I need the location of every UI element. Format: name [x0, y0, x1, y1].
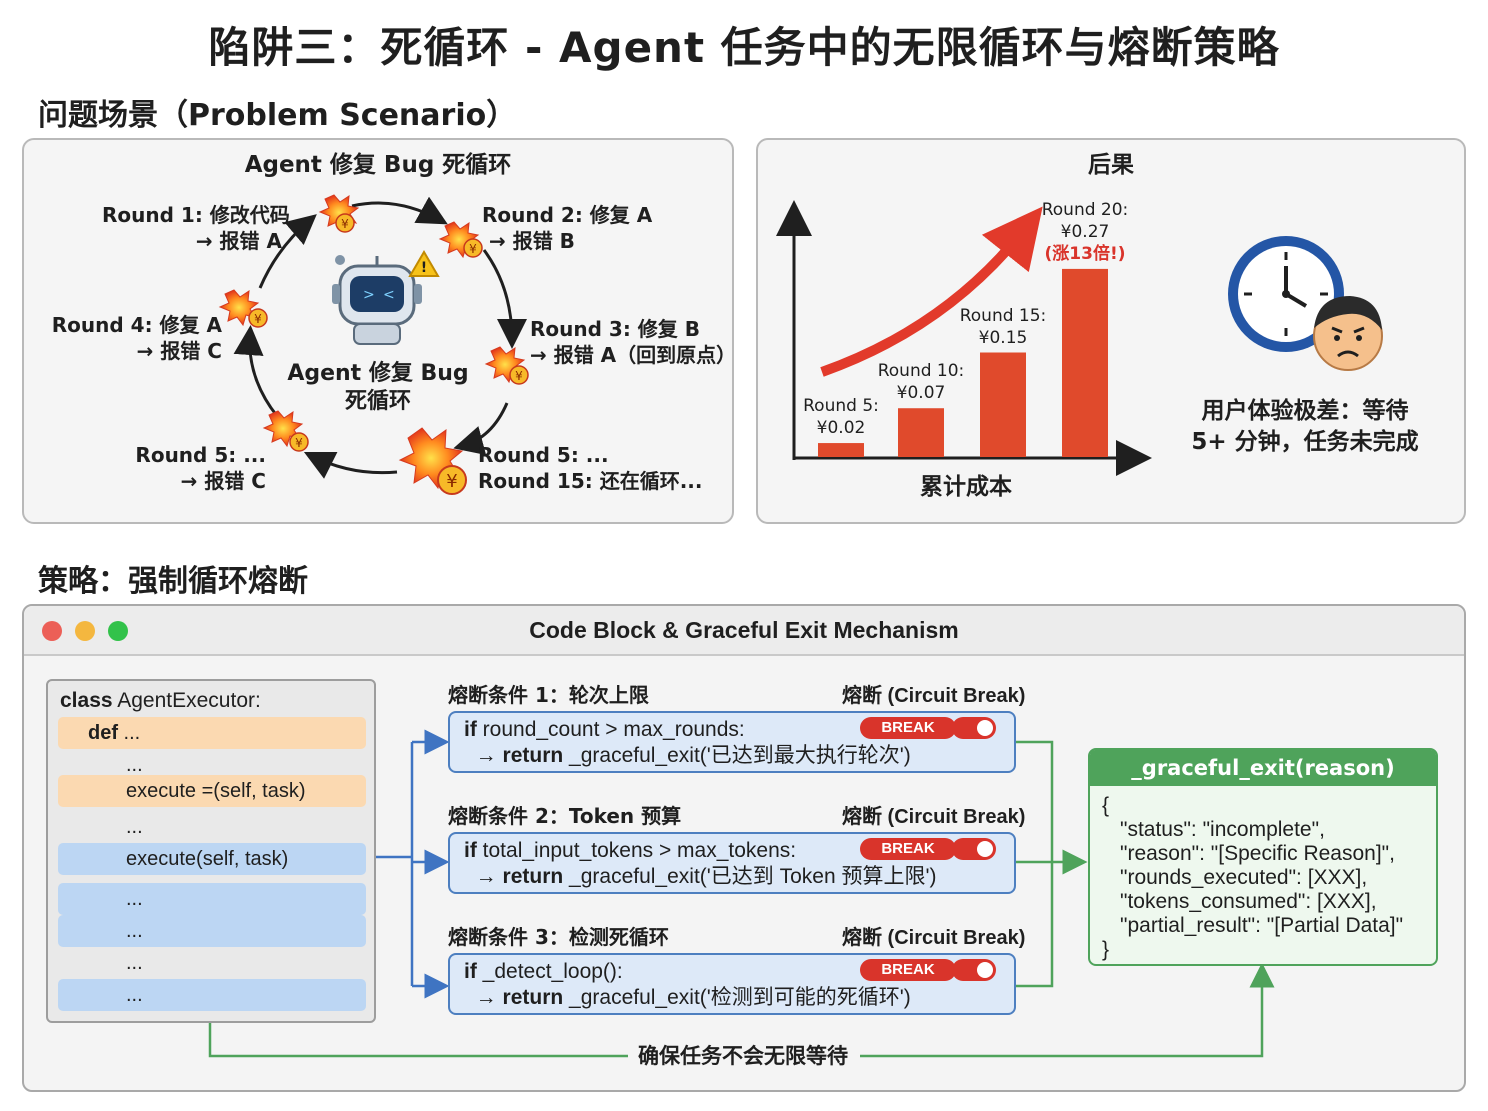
cost-bar	[980, 352, 1026, 457]
break-badge: BREAK	[860, 838, 956, 860]
explosion-icon: ¥	[318, 194, 360, 233]
explosion-icon: ¥	[218, 289, 268, 328]
consequence-panel-title: 后果	[1088, 152, 1134, 178]
svg-text:¥: ¥	[469, 242, 477, 256]
json-line: "tokens_consumed": [XXX],	[1120, 890, 1377, 913]
break-toggle-1[interactable]: BREAK	[860, 717, 996, 741]
robot-icon: > <	[332, 255, 422, 345]
code-row: ...	[58, 979, 366, 1011]
bar-value-label: Round 15: ¥0.15	[959, 305, 1047, 348]
explosion-icon: ¥	[262, 410, 309, 452]
graceful-exit-header: _graceful_exit(reason)	[1090, 750, 1436, 786]
condition-1-code: if round_count > max_rounds: → return _g…	[448, 711, 1016, 773]
loop-diagram: ¥ ¥ ¥ ¥ ¥ ¥ > < !	[218, 194, 529, 495]
condition-2-break-label: 熔断 (Circuit Break)	[842, 806, 1026, 828]
window-minimize-dot[interactable]	[75, 621, 95, 641]
condition-2-code: if total_input_tokens > max_tokens: → re…	[448, 832, 1016, 894]
break-toggle-3[interactable]: BREAK	[860, 959, 996, 983]
code-row: ...	[126, 816, 143, 838]
window-close-dot[interactable]	[42, 621, 62, 641]
window-maximize-dot[interactable]	[108, 621, 128, 641]
svg-text:¥: ¥	[254, 312, 262, 326]
round-label-2: Round 2: 修复 A → 报错 B	[482, 203, 653, 253]
bar-value-label: Round 10: ¥0.07	[877, 361, 965, 404]
round-label-5-15: Round 5: ...Round 15: 还在循环...	[478, 443, 703, 493]
class-declaration: class AgentExecutor:	[60, 689, 261, 712]
trend-arrow	[820, 206, 1043, 377]
break-badge: BREAK	[860, 717, 956, 739]
cost-bar	[818, 443, 864, 457]
condition-3-break-label: 熔断 (Circuit Break)	[842, 927, 1026, 949]
code-row-execute-call[interactable]: execute(self, task)	[58, 843, 366, 875]
clock-user-illustration	[1228, 236, 1383, 371]
json-open-brace: {	[1102, 794, 1110, 817]
svg-text:¥: ¥	[446, 471, 457, 492]
round-label-4: Round 4: 修复 A→ 报错 C	[51, 313, 222, 363]
break-switch[interactable]	[952, 959, 996, 981]
condition-1-title: 熔断条件 1：轮次上限	[448, 683, 649, 707]
json-close-brace: }	[1102, 938, 1110, 961]
break-switch[interactable]	[952, 717, 996, 739]
svg-text:>: >	[363, 287, 375, 303]
break-toggle-2[interactable]: BREAK	[860, 838, 996, 862]
round-label-3: Round 3: 修复 B→ 报错 A（回到原点）	[530, 317, 737, 367]
break-badge: BREAK	[860, 959, 956, 981]
svg-text:!: !	[421, 260, 427, 276]
code-row: ...	[126, 754, 143, 776]
code-row: ...	[58, 883, 366, 915]
cost-bar	[1062, 268, 1108, 457]
problem-section-heading: 问题场景（Problem Scenario）	[38, 98, 517, 133]
round-label-1: Round 1: 修改代码→ 报错 A	[102, 203, 290, 253]
page-title: 陷阱三：死循环 - Agent 任务中的无限循环与熔断策略	[208, 23, 1280, 72]
svg-text:¥: ¥	[295, 436, 303, 450]
footer-guarantee-label: 确保任务不会无限等待	[638, 1044, 848, 1068]
bar-value-label: Round 20: ¥0.27	[1041, 199, 1129, 242]
cost-axis-label: 累计成本	[920, 474, 1012, 500]
bar-value-label: Round 5: ¥0.02	[803, 396, 879, 439]
loop-panel-title: Agent 修复 Bug 死循环	[244, 152, 512, 178]
graceful-exit-box: _graceful_exit(reason) { "status": "inco…	[1088, 748, 1438, 966]
round-label-5: Round 5: ...→ 报错 C	[135, 443, 266, 493]
code-row: ...	[126, 952, 143, 974]
warning-icon: !	[408, 250, 440, 277]
code-row-def: def ...	[58, 717, 366, 749]
condition-2-title: 熔断条件 2：Token 预算	[448, 804, 682, 828]
frustrated-user-icon	[1313, 296, 1383, 371]
explosion-icon: ¥	[484, 346, 529, 385]
cost-chart	[776, 200, 1152, 476]
cycle-arrows	[233, 196, 527, 479]
json-line: "status": "incomplete",	[1120, 818, 1325, 841]
condition-3-title: 熔断条件 3：检测死循环	[448, 925, 669, 949]
explosion-icon: ¥	[438, 221, 483, 259]
cost-bar	[898, 408, 944, 457]
svg-text:¥: ¥	[515, 369, 523, 383]
json-line: "partial_result": "[Partial Data]"	[1120, 914, 1404, 937]
explosion-icon: ¥	[398, 427, 467, 495]
svg-text:<: <	[383, 287, 395, 303]
json-line: "reason": "[Specific Reason]",	[1120, 842, 1395, 865]
strategy-section-heading: 策略：强制循环熔断	[38, 564, 308, 599]
code-row: ...	[58, 915, 366, 947]
window-title: Code Block & Graceful Exit Mechanism	[529, 617, 959, 643]
growth-annotation: (涨13倍!)	[1044, 243, 1126, 264]
window-titlebar	[24, 606, 1464, 656]
code-row-execute-def: execute =(self, task)	[58, 775, 366, 807]
condition-1-break-label: 熔断 (Circuit Break)	[842, 685, 1026, 707]
break-switch[interactable]	[952, 838, 996, 860]
svg-text:¥: ¥	[341, 217, 349, 231]
agent-executor-class-block: class AgentExecutor: def ... ... execute…	[46, 679, 376, 1023]
json-line: "rounds_executed": [XXX],	[1120, 866, 1368, 889]
